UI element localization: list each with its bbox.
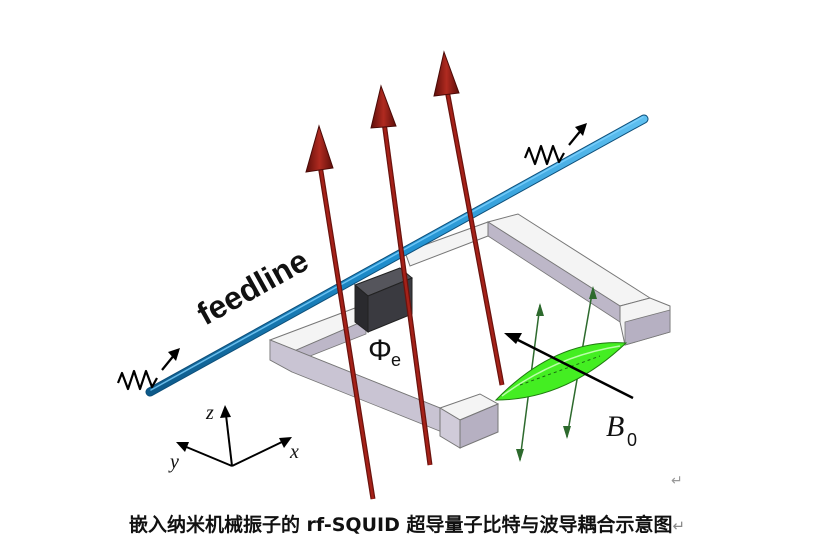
axis-x-label: x [289, 441, 299, 463]
flux-arrow-left [305, 124, 376, 500]
paragraph-mark: ↵ [671, 473, 683, 489]
svg-text:0: 0 [627, 430, 637, 450]
josephson-junction [354, 267, 413, 334]
flux-arrows [305, 50, 505, 500]
caption-text: 嵌入纳米机械振子的 rf-SQUID 超导量子比特与波导耦合示意图 [128, 514, 673, 536]
coordinate-axes: z x y [168, 402, 299, 473]
svg-text:Φ: Φ [368, 334, 392, 367]
figure-caption: 嵌入纳米机械振子的 rf-SQUID 超导量子比特与波导耦合示意图↵ [0, 505, 814, 545]
b0-label: B 0 [606, 410, 637, 450]
flux-label: Φ e [368, 334, 401, 370]
axis-z-label: z [205, 402, 214, 424]
flux-arrow-right [433, 50, 505, 386]
feedline-waveguide [145, 114, 649, 397]
squid-loop-front [269, 339, 500, 449]
axis-y-label: y [168, 451, 179, 473]
svg-text:B: B [606, 410, 624, 443]
svg-text:e: e [391, 350, 401, 370]
caption-return-mark: ↵ [672, 517, 686, 535]
microwave-input-wave [116, 348, 180, 391]
rf-squid-diagram: feedline Φ e B 0 z x y [116, 50, 671, 500]
feedline-label: feedline [191, 242, 314, 332]
nanomechanical-resonator [494, 286, 628, 462]
magnetic-field-arrow [504, 333, 634, 400]
microwave-output-wave [523, 123, 587, 166]
flux-arrow-middle [370, 84, 433, 466]
